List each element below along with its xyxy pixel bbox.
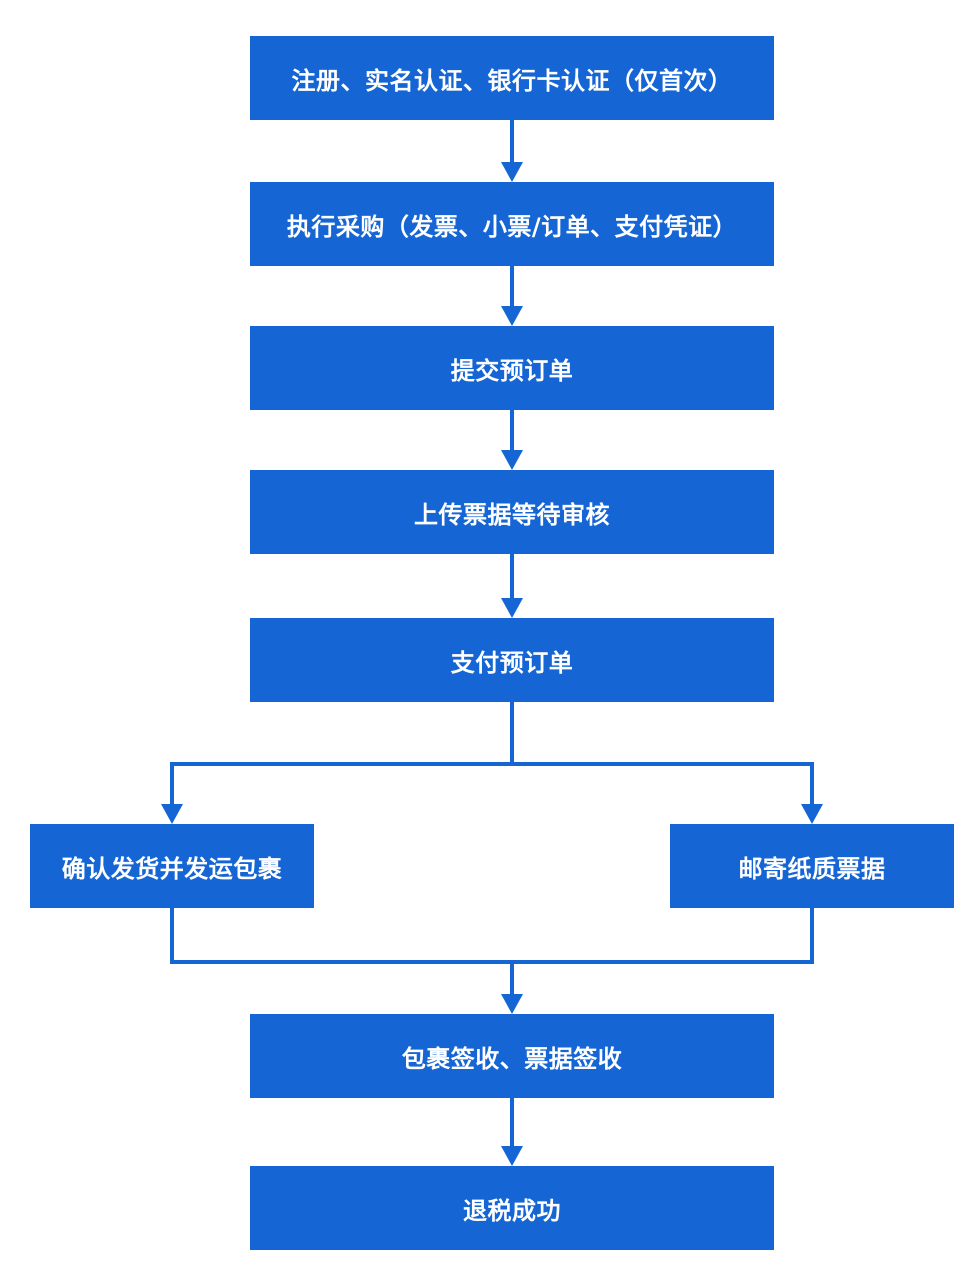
step-refund-success: 退税成功 [250, 1166, 774, 1250]
arrow-ship-to-sign [170, 906, 514, 964]
step-mail-receipts: 邮寄纸质票据 [670, 824, 954, 908]
step-ship-package-label: 确认发货并发运包裹 [61, 854, 283, 883]
step-submit-preorder-label: 提交预订单 [450, 356, 574, 385]
arrowhead-icon [501, 994, 523, 1014]
step-pay-preorder: 支付预订单 [250, 618, 774, 702]
step-upload-receipts: 上传票据等待审核 [250, 470, 774, 554]
arrowhead-icon [801, 804, 823, 824]
step-register-label: 注册、实名认证、银行卡认证（仅首次） [291, 66, 733, 95]
step-upload-receipts-label: 上传票据等待审核 [414, 500, 610, 529]
arrow-mail-to-sign [510, 906, 814, 1004]
step-sign-for: 包裹签收、票据签收 [250, 1014, 774, 1098]
step-purchase: 执行采购（发票、小票/订单、支付凭证） [250, 182, 774, 266]
step-register: 注册、实名认证、银行卡认证（仅首次） [250, 36, 774, 120]
step-sign-for-label: 包裹签收、票据签收 [401, 1044, 623, 1073]
arrowhead-icon [501, 306, 523, 326]
arrow-pay-to-ship [170, 700, 514, 814]
arrowhead-icon [161, 804, 183, 824]
step-ship-package: 确认发货并发运包裹 [30, 824, 314, 908]
arrowhead-icon [501, 1146, 523, 1166]
arrow-pay-to-mail [510, 762, 814, 814]
step-mail-receipts-label: 邮寄纸质票据 [738, 854, 886, 883]
arrowhead-icon [501, 450, 523, 470]
arrowhead-icon [501, 598, 523, 618]
step-refund-success-label: 退税成功 [463, 1196, 561, 1225]
step-pay-preorder-label: 支付预订单 [450, 648, 574, 677]
arrowhead-icon [501, 162, 523, 182]
step-purchase-label: 执行采购（发票、小票/订单、支付凭证） [286, 212, 738, 241]
step-submit-preorder: 提交预订单 [250, 326, 774, 410]
